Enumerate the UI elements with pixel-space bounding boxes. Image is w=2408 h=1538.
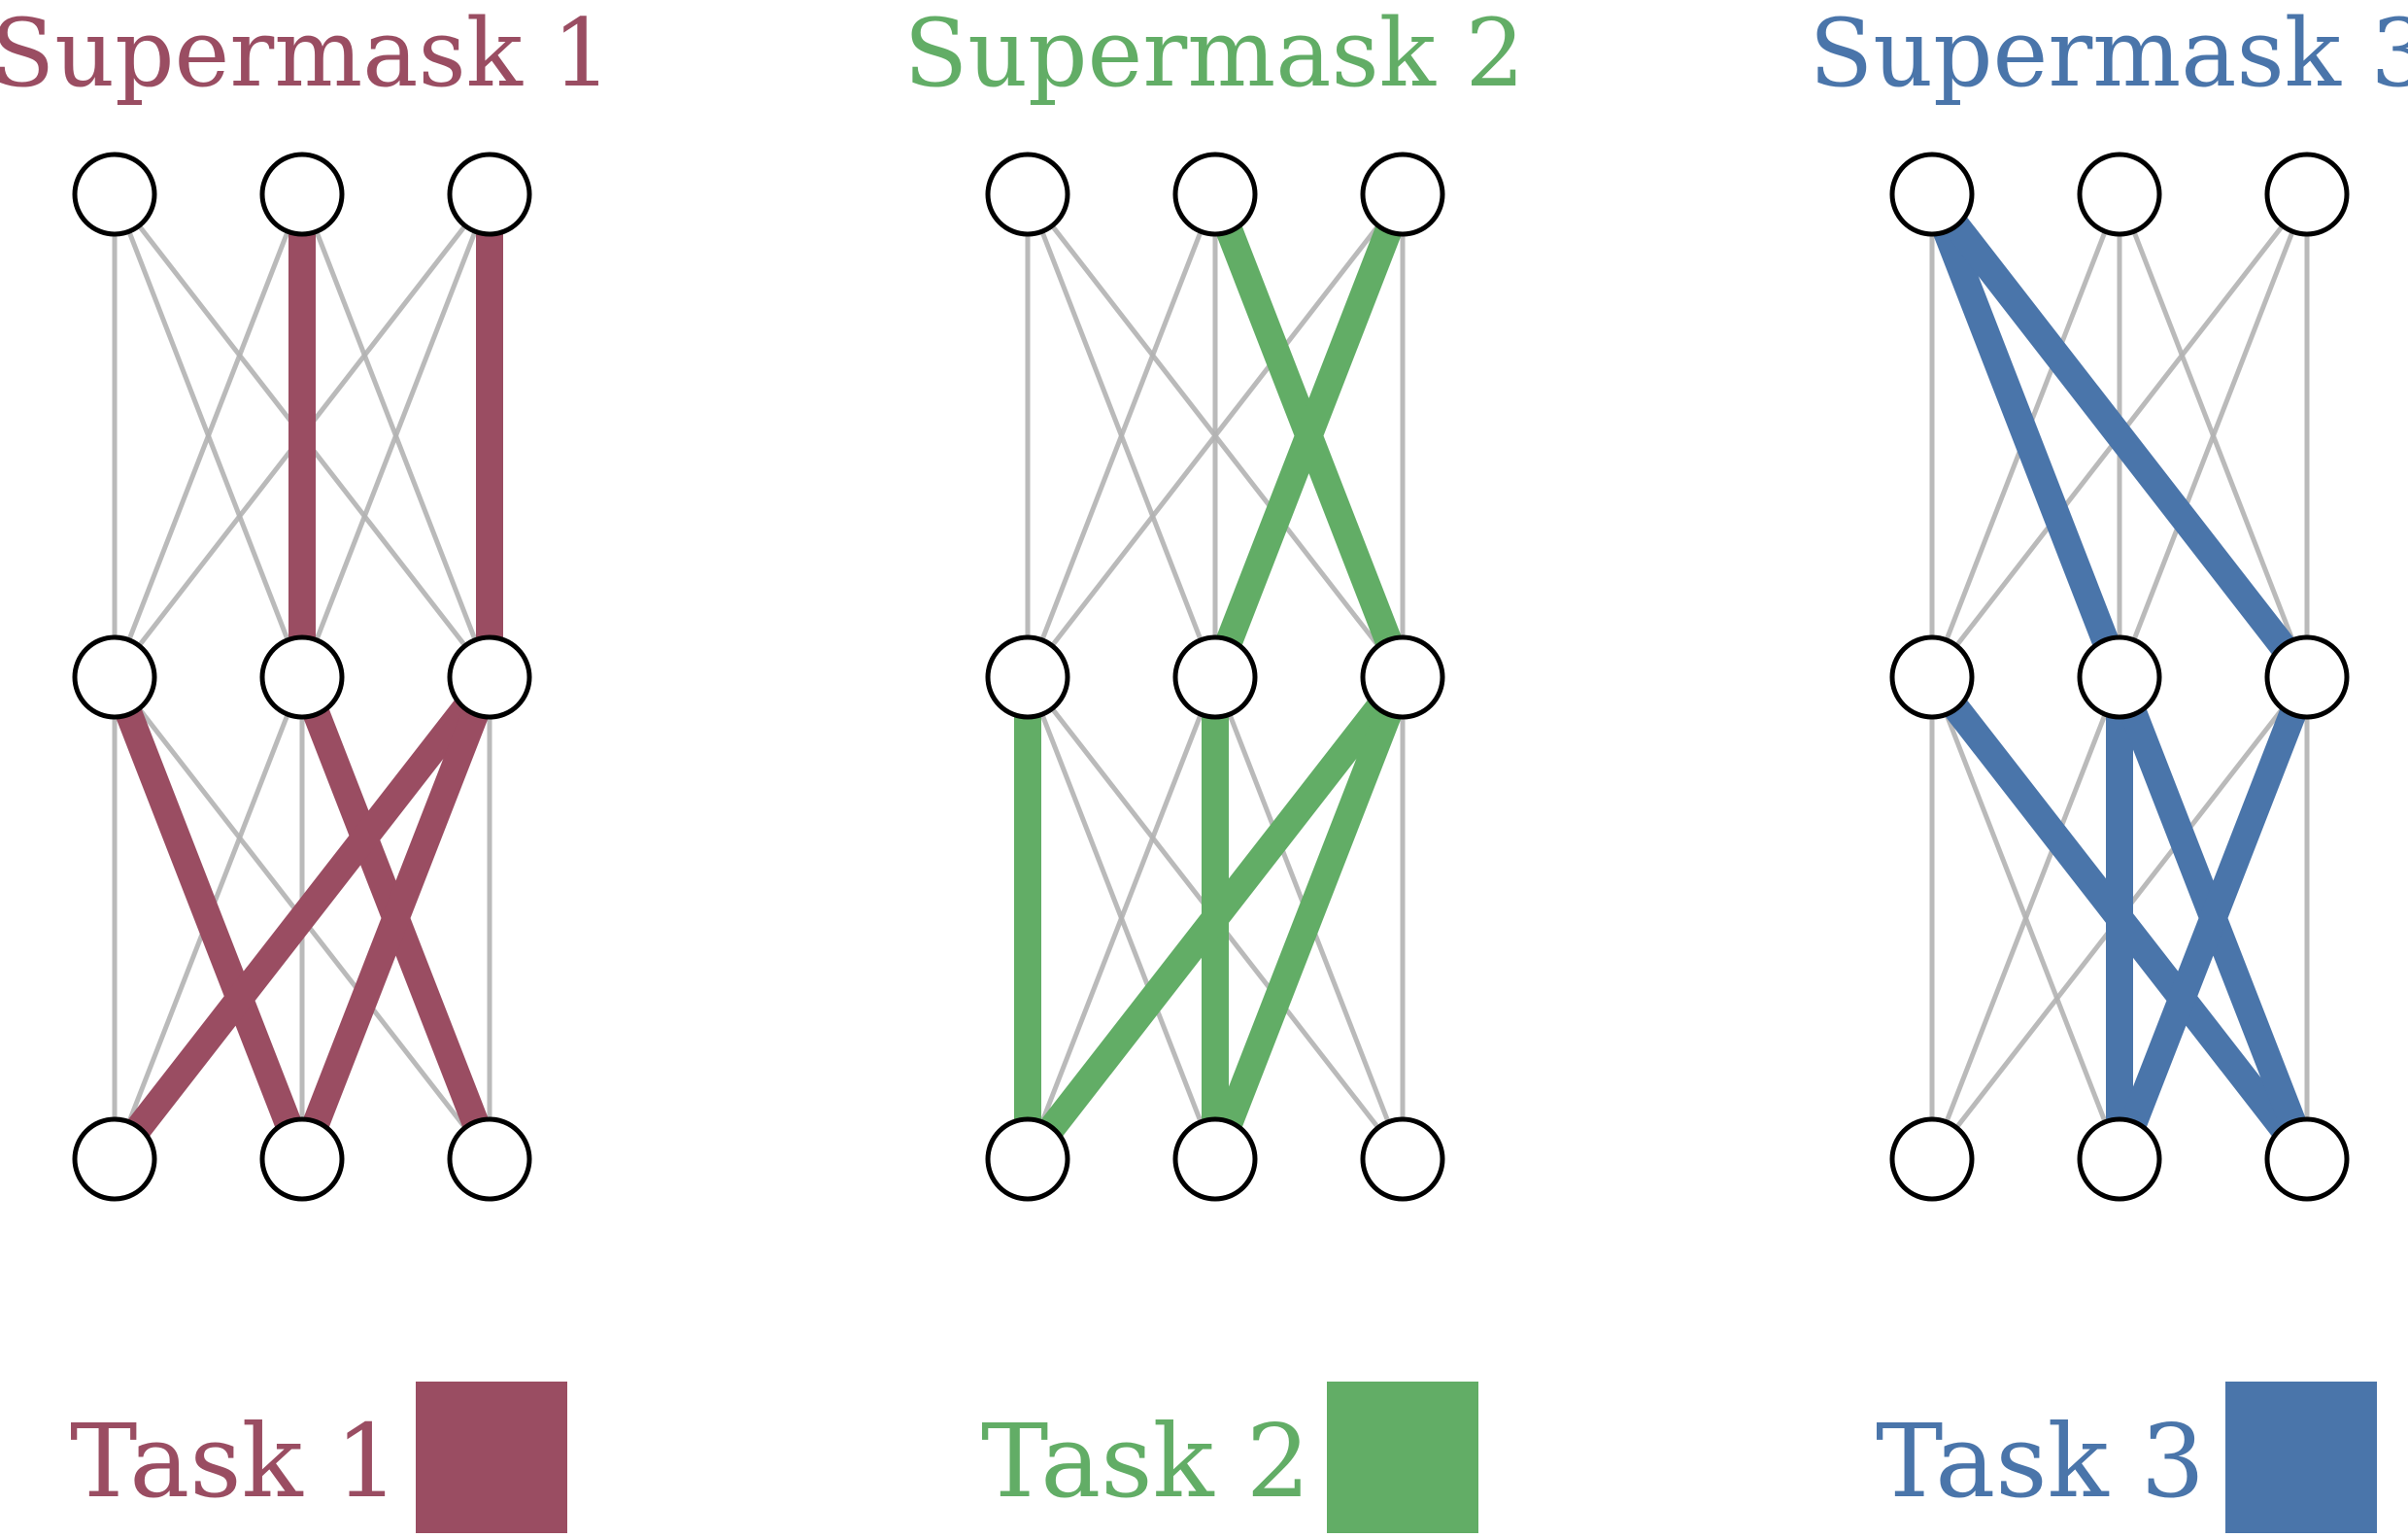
neuron-node xyxy=(72,1116,157,1202)
task-label: Task 2 xyxy=(981,1402,1310,1521)
task-label: Task 1 xyxy=(70,1402,399,1521)
neuron-node xyxy=(1360,1116,1445,1202)
neuron-node xyxy=(2077,1116,2162,1202)
neuron-node xyxy=(72,634,157,720)
neuron-node xyxy=(259,1116,345,1202)
neuron-node xyxy=(2264,634,2350,720)
neuron-node xyxy=(447,152,532,237)
neuron-node xyxy=(985,1116,1070,1202)
panel-title: Supermask 3 xyxy=(1809,0,2408,108)
neuron-node xyxy=(1360,634,1445,720)
supermask-edge xyxy=(101,671,316,1165)
supermask-edge xyxy=(1918,188,2133,683)
neuron-node xyxy=(1172,634,1258,720)
neuron-node xyxy=(2264,152,2350,237)
neuron-node xyxy=(447,1116,532,1202)
supermask-edge xyxy=(1016,668,1414,1168)
base-edge xyxy=(299,193,492,678)
task-label: Task 3 xyxy=(1876,1402,2205,1521)
neuron-node xyxy=(2264,1116,2350,1202)
base-edge xyxy=(1026,192,1405,679)
base-edge xyxy=(112,193,305,678)
supermask-edge xyxy=(288,671,503,1165)
neuron-node xyxy=(1172,152,1258,237)
neuron-node xyxy=(259,152,345,237)
neuron-node xyxy=(259,634,345,720)
neuron-node xyxy=(72,152,157,237)
base-edge xyxy=(1929,676,2122,1160)
neuron-node xyxy=(1360,152,1445,237)
supermask-edge xyxy=(2106,671,2321,1165)
panel-title: Supermask 2 xyxy=(903,0,1524,108)
task-color-swatch xyxy=(2225,1382,2377,1533)
supermask-edge xyxy=(1920,186,2319,686)
neuron-node xyxy=(2077,152,2162,237)
neuron-node xyxy=(1172,1116,1258,1202)
supermask-edges xyxy=(1918,186,2321,1168)
neuron-node xyxy=(1889,634,1975,720)
neuron-node xyxy=(447,634,532,720)
nodes xyxy=(1889,152,2350,1202)
panel-supermask-2: Supermask 2 Task 2 xyxy=(903,0,1525,1533)
supermask-edge xyxy=(1202,671,1416,1165)
supermask-edge xyxy=(1202,188,1416,683)
neuron-node xyxy=(985,152,1070,237)
base-edge xyxy=(1025,676,1218,1160)
neuron-node xyxy=(985,634,1070,720)
task-color-swatch xyxy=(416,1382,567,1533)
neuron-node xyxy=(1889,152,1975,237)
panel-title: Supermask 1 xyxy=(0,0,612,108)
neuron-node xyxy=(2077,634,2162,720)
nodes xyxy=(985,152,1445,1202)
task-color-swatch xyxy=(1327,1382,1478,1533)
supermask-edges xyxy=(1014,188,1416,1168)
supermask-edge xyxy=(103,668,501,1168)
base-edge xyxy=(1025,193,1218,678)
panel-supermask-3: Supermask 3 Task 3 xyxy=(1809,0,2408,1533)
supermask-edges xyxy=(101,194,503,1168)
neuron-node xyxy=(1889,1116,1975,1202)
base-edge xyxy=(2117,193,2310,678)
nodes xyxy=(72,152,532,1202)
panel-supermask-1: Supermask 1 Task 1 xyxy=(0,0,612,1533)
